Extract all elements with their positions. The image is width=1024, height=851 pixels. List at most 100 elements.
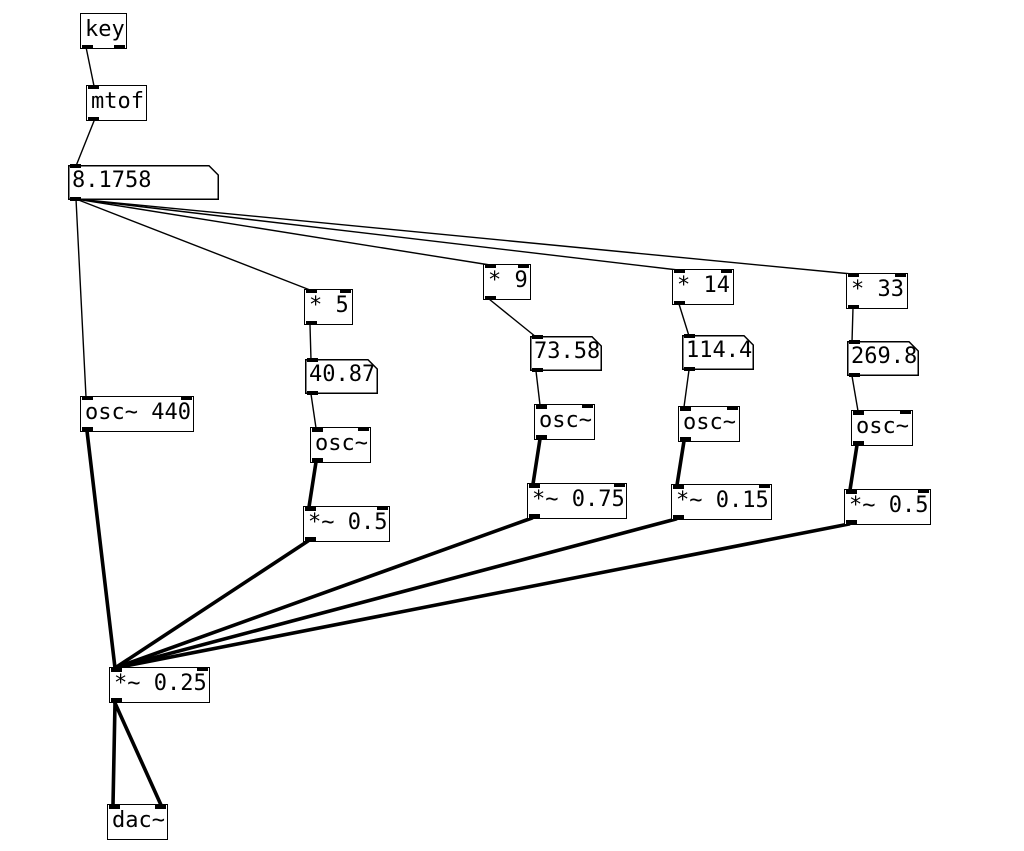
inlet[interactable] [900,410,911,414]
wire-mul33-to-freq33[interactable] [851,307,854,343]
inlet[interactable] [848,273,859,277]
mtof-object[interactable]: mtof [86,85,147,121]
inlet[interactable] [918,489,929,493]
wire-freq-base-to-mul14[interactable] [75,198,679,271]
gain-a-object[interactable]: *~ 0.5 [303,506,390,542]
inlet[interactable] [306,289,317,293]
inlet[interactable] [485,264,496,268]
signal-outlet[interactable] [853,441,864,446]
signal-outlet[interactable] [529,514,540,519]
outlet[interactable] [82,45,93,49]
outlet[interactable] [532,368,543,372]
inlet[interactable] [70,164,81,168]
inlet[interactable] [853,410,864,415]
inlet[interactable] [846,489,857,494]
wire-mtof-to-freq-base[interactable] [75,120,95,167]
wire-freq-base-to-osc440[interactable] [75,198,87,398]
wire-freq-base-to-mul33[interactable] [75,198,853,275]
inlet[interactable] [614,483,625,487]
signal-outlet[interactable] [111,698,122,703]
wire-gain-c-to-master[interactable] [113,517,678,670]
signal-outlet[interactable] [680,437,691,442]
freq-9-number[interactable]: 73.58 [530,335,602,372]
osc-a-object[interactable]: osc~ [310,427,371,463]
multiply-14-object[interactable]: * 14 [672,269,734,305]
outlet[interactable] [849,373,860,377]
inlet[interactable] [197,667,208,671]
outlet[interactable] [674,301,685,305]
inlet[interactable] [673,484,684,489]
wire-key-to-mtof[interactable] [85,46,95,87]
freq-5-number[interactable]: 40.87 [305,358,378,395]
inlet[interactable] [358,427,369,431]
osc-d-object[interactable]: osc~ [851,410,913,446]
inlet[interactable] [305,506,316,511]
outlet[interactable] [684,367,695,371]
multiply-33-object[interactable]: * 33 [846,273,908,309]
osc-440-object[interactable]: osc~ 440 [80,396,194,432]
outlet[interactable] [485,296,496,300]
wire-mul14-to-freq14[interactable] [678,303,690,337]
inlet[interactable] [111,667,122,672]
inlet[interactable] [849,340,860,344]
wire-master-to-dac-right[interactable] [113,701,163,807]
wire-freq9-to-osc-b[interactable] [535,370,541,406]
inlet[interactable] [582,404,593,408]
inlet[interactable] [155,804,166,809]
inlet[interactable] [759,484,770,488]
freq-base-number[interactable]: 8.1758 [68,164,219,201]
inlet[interactable] [518,264,529,268]
signal-outlet[interactable] [846,520,857,525]
gain-d-object[interactable]: *~ 0.5 [844,489,931,525]
wire-mul5-to-freq5[interactable] [309,324,312,361]
wire-osc-d-to-gain-d[interactable] [848,443,859,492]
inlet[interactable] [680,406,691,411]
inlet[interactable] [684,334,695,338]
dac-object[interactable]: dac~ [107,804,168,840]
wire-osc-a-to-gain-a[interactable] [307,460,318,509]
outlet[interactable] [307,391,318,395]
key-object[interactable]: key [80,13,127,49]
outlet[interactable] [848,305,859,309]
inlet[interactable] [529,483,540,488]
inlet[interactable] [895,273,906,277]
wire-freq-base-to-mul9[interactable] [75,198,491,266]
wire-osc-b-to-gain-b[interactable] [531,437,542,486]
outlet[interactable] [70,197,81,201]
wire-osc440-to-master[interactable] [85,429,117,670]
inlet[interactable] [536,404,547,409]
inlet[interactable] [312,427,323,432]
inlet[interactable] [307,358,318,362]
inlet[interactable] [109,804,120,809]
wire-gain-b-to-master[interactable] [113,516,534,670]
outlet[interactable] [114,45,125,49]
wire-master-to-dac-left[interactable] [111,701,117,807]
wire-freq33-to-osc-d[interactable] [851,375,859,412]
wire-gain-d-to-master[interactable] [113,522,851,670]
freq-14-number[interactable]: 114.4 [682,334,754,371]
inlet[interactable] [181,396,192,400]
wire-freq-base-to-mul5[interactable] [75,198,311,291]
wire-osc-c-to-gain-c[interactable] [675,439,686,487]
inlet[interactable] [88,85,99,89]
outlet[interactable] [88,117,99,121]
inlet[interactable] [532,335,543,339]
outlet[interactable] [306,321,317,325]
inlet[interactable] [340,289,351,293]
wire-mul9-to-freq9[interactable] [488,298,537,338]
wire-freq14-to-osc-c[interactable] [683,369,690,408]
wire-gain-a-to-master[interactable] [113,539,310,670]
gain-c-object[interactable]: *~ 0.15 [671,484,772,520]
inlet[interactable] [674,269,685,273]
signal-outlet[interactable] [82,427,93,432]
signal-outlet[interactable] [305,537,316,542]
gain-b-object[interactable]: *~ 0.75 [527,483,627,519]
master-gain-object[interactable]: *~ 0.25 [109,667,210,703]
multiply-5-object[interactable]: * 5 [304,289,353,325]
inlet[interactable] [721,269,732,273]
signal-outlet[interactable] [536,435,547,440]
osc-c-object[interactable]: osc~ [678,406,740,442]
inlet[interactable] [82,396,93,400]
wire-freq5-to-osc-a[interactable] [310,393,317,429]
